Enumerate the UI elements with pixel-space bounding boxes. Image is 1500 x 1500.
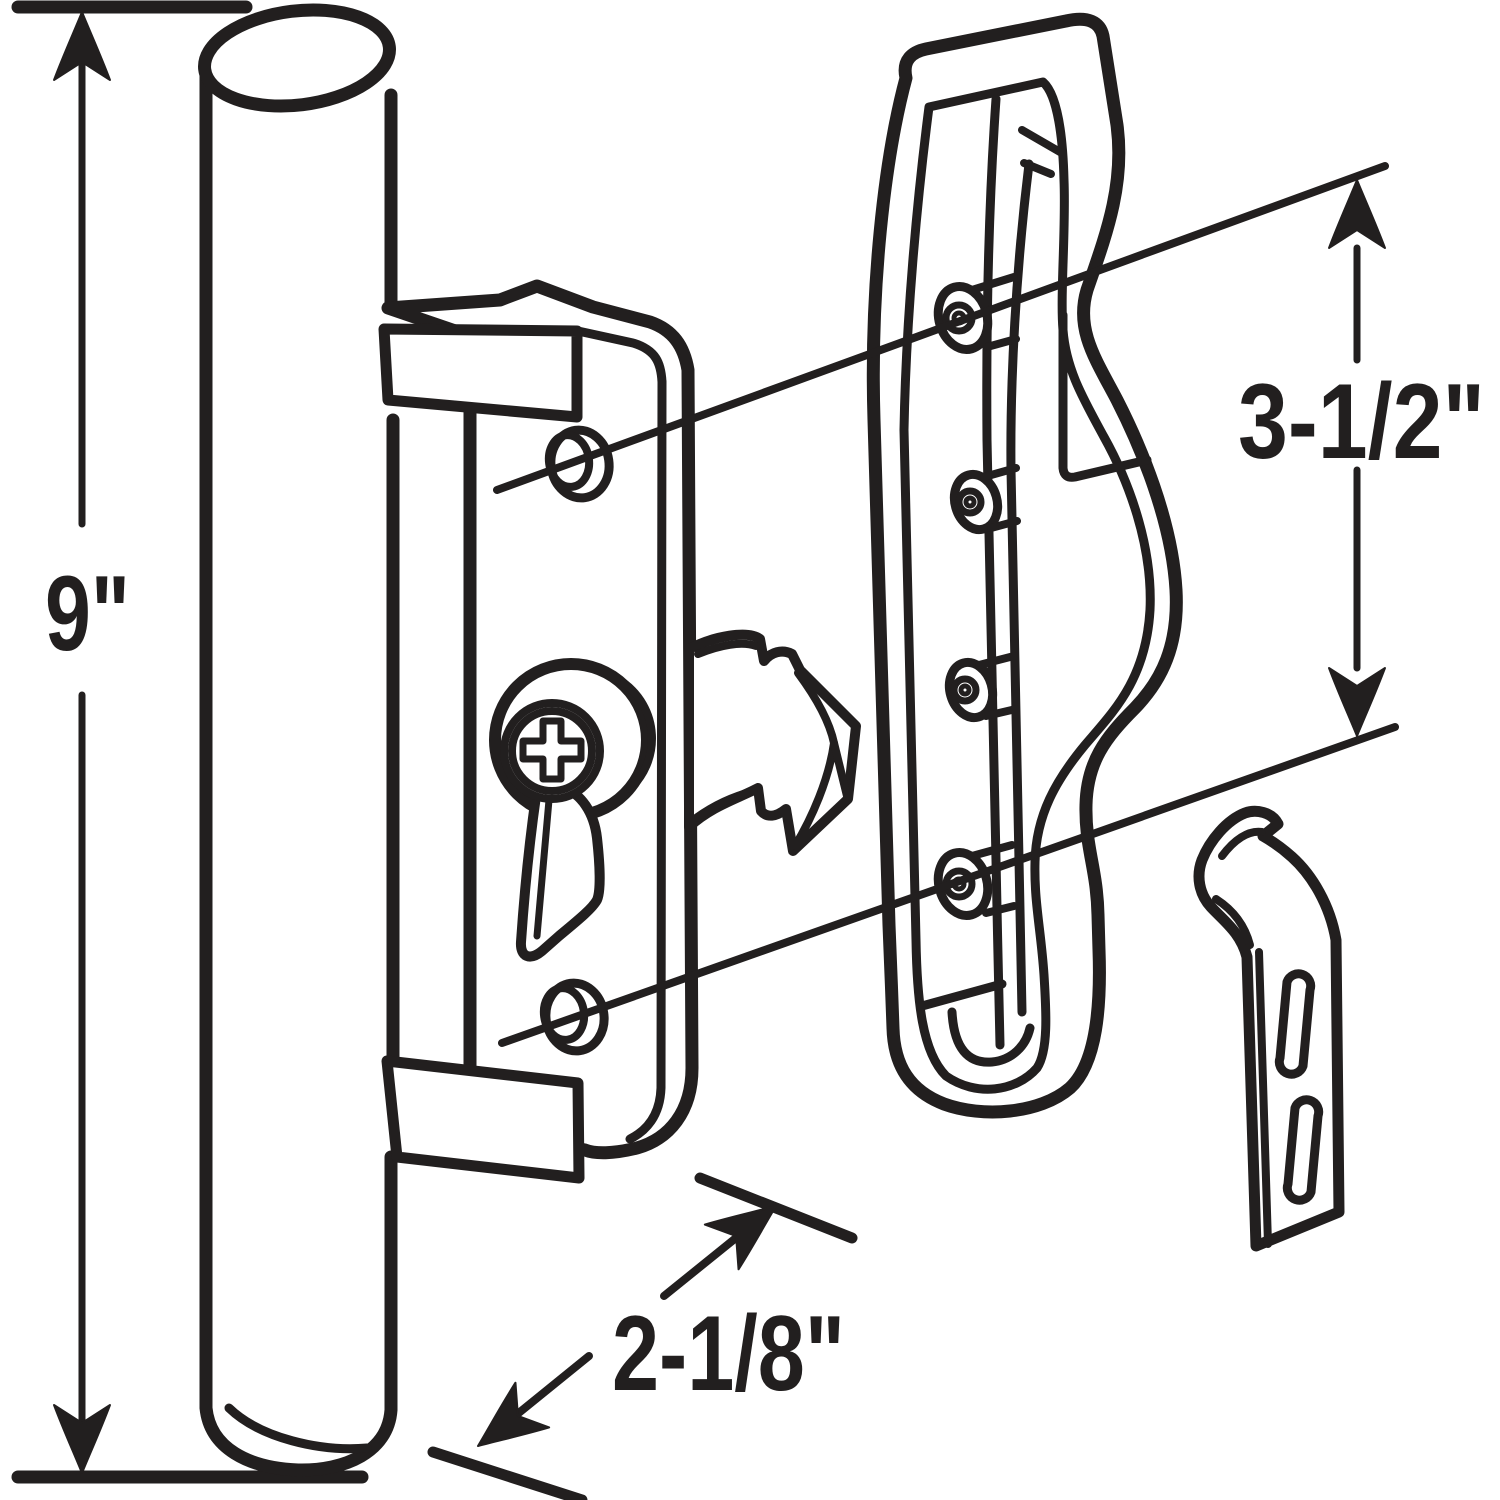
arrowhead-down-left-icon xyxy=(477,1381,551,1447)
screw-boss-4 xyxy=(933,841,1018,920)
tube-top-ellipse xyxy=(198,3,396,113)
tube-bottom-arc xyxy=(224,1403,372,1454)
grip-pocket-edge xyxy=(1058,310,1152,482)
arrowhead-up-icon xyxy=(53,11,111,81)
dimension-label-3-1-2: 3-1/2" xyxy=(1238,361,1485,481)
arrowhead-down-icon xyxy=(53,1404,111,1474)
lock-assembly xyxy=(489,658,656,962)
lock-lever-inner-line xyxy=(533,796,553,940)
dimension-line-lower xyxy=(511,1352,593,1420)
leader-line-top-screw xyxy=(493,162,1389,494)
front-band-right-edge xyxy=(1006,159,1034,1017)
step-edge-upper xyxy=(1018,126,1064,156)
leader-lines xyxy=(493,162,1399,1047)
pull-tube xyxy=(198,3,400,1477)
arrowhead-up-right-icon xyxy=(703,1205,777,1271)
extension-tick-lower xyxy=(427,1446,588,1500)
boss-side-top xyxy=(975,652,1018,669)
keeper-slot-lower xyxy=(1282,1095,1324,1205)
boss-hole-outer xyxy=(955,487,985,517)
spindle-shaft-top-line xyxy=(694,639,760,658)
dimension-3-1-2-inches: 3-1/2" xyxy=(1238,179,1485,737)
lock-cylinder-side-arc xyxy=(620,679,656,793)
screw-boss-2 xyxy=(949,464,1021,535)
screw-head xyxy=(508,707,596,795)
boss-side-bottom xyxy=(982,705,1020,720)
boss-side-top xyxy=(968,841,1016,860)
bracket-face xyxy=(378,323,583,423)
boss-side-top xyxy=(980,464,1020,481)
base-cup-diagonal-edge xyxy=(917,979,1007,1011)
front-band-left-edge xyxy=(982,94,1005,1050)
dimension-2-1-8-inches: 2-1/8" xyxy=(427,1172,858,1500)
boss-side-bottom xyxy=(983,335,1020,351)
dimension-9-inches: 9" xyxy=(11,0,369,1484)
tube-body-outline xyxy=(199,55,398,1477)
dimension-label-2-1-8: 2-1/8" xyxy=(612,1293,845,1413)
boss-side-bottom xyxy=(987,517,1021,532)
arrowhead-up-icon xyxy=(1328,179,1386,249)
extension-tick-upper xyxy=(694,1172,858,1244)
latch-keeper xyxy=(1193,805,1345,1252)
keeper-thickness-edge xyxy=(1255,948,1272,1248)
exterior-handle xyxy=(866,12,1183,1119)
arrowhead-down-icon xyxy=(1328,667,1386,737)
plate-inner-right-edge xyxy=(625,377,667,1144)
boss-hole-inner xyxy=(958,683,972,697)
boss-side-top xyxy=(968,273,1018,294)
keeper-hook-inner-upper xyxy=(1218,827,1266,860)
base-cup-inner-curve xyxy=(947,1007,1035,1067)
boss-side-bottom xyxy=(982,902,1018,917)
mounting-bracket-bottom xyxy=(381,1055,585,1184)
spindle-shaft-bottom-line xyxy=(692,787,758,822)
leader-line-bottom-screw xyxy=(498,723,1399,1047)
dimension-line-upper xyxy=(660,1225,751,1300)
plate-inner-top-edge xyxy=(573,326,667,387)
keeper-hook-inner-lower xyxy=(1212,895,1254,949)
keeper-slot-upper xyxy=(1274,969,1316,1079)
phillips-cross-icon xyxy=(519,717,585,783)
spindle-tip-edge xyxy=(830,739,851,800)
boss-hole-outer xyxy=(950,675,980,705)
boss-hole-inner xyxy=(963,495,977,509)
spindle-arrow xyxy=(684,629,861,856)
bracket-face xyxy=(381,1055,585,1184)
mounting-bracket-top xyxy=(378,323,583,423)
screw-boss-3 xyxy=(944,652,1020,723)
dimension-label-9: 9" xyxy=(45,553,130,673)
